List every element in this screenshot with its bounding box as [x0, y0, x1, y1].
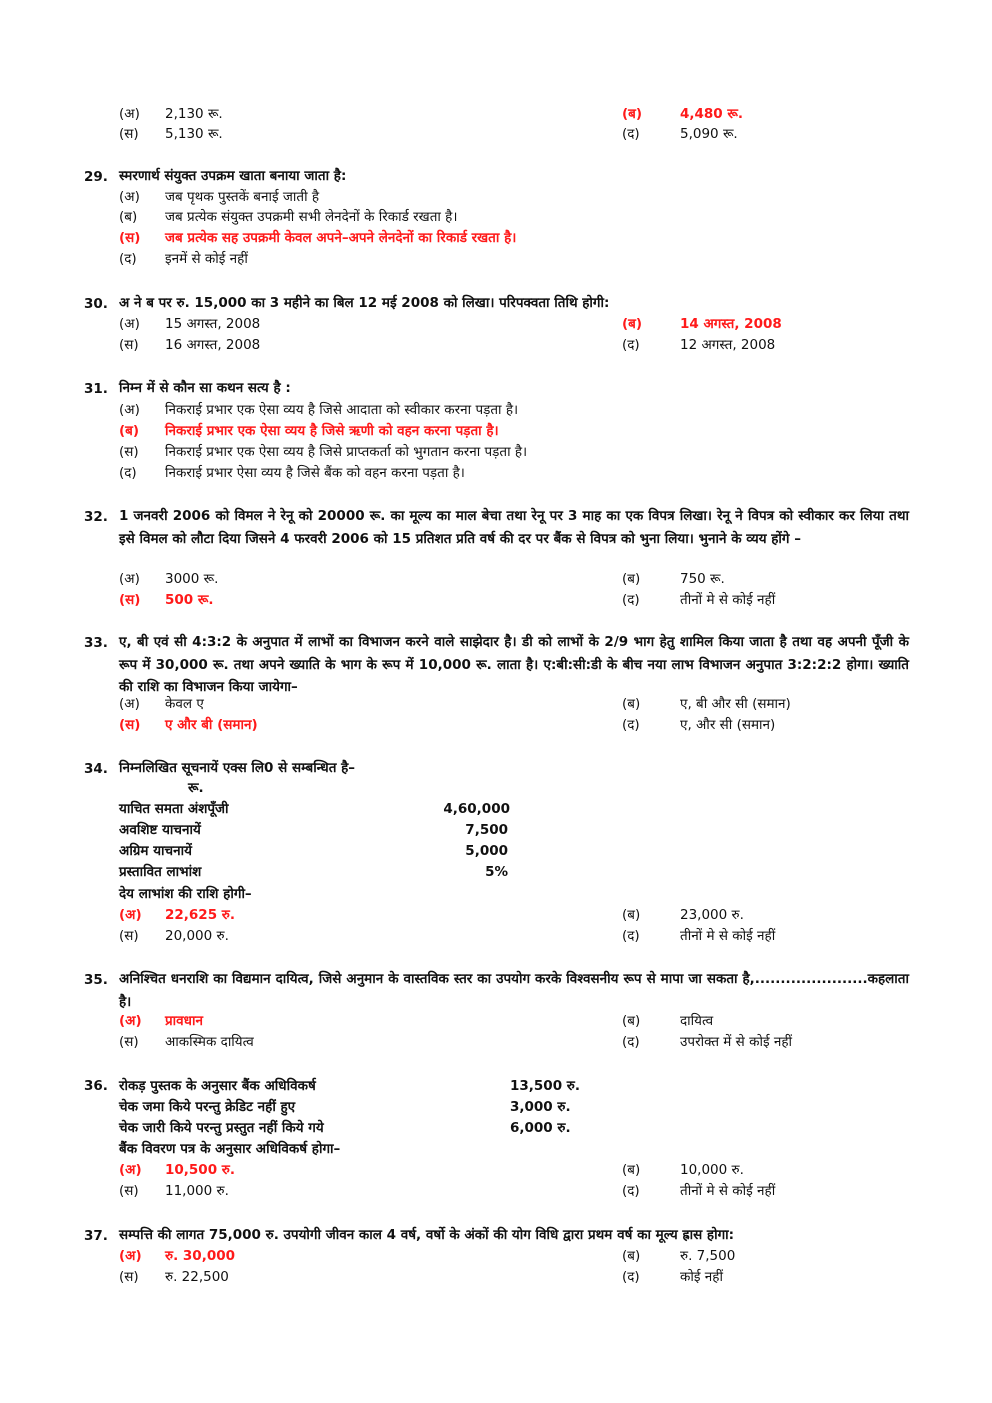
q28-option-c: (स)5,130 रू. [119, 126, 223, 142]
q36-option-a-correct: (अ)10,500 रु. [119, 1162, 235, 1178]
q36-row-label: चेक जमा किये परन्तु क्रेडिट नहीं हुए [119, 1099, 296, 1115]
q37-option-b: (ब)रु. 7,500 [622, 1248, 736, 1264]
q29-option-a: (अ)जब पृथक पुस्तकें बनाई जाती है [119, 189, 320, 205]
q36-row-value: 13,500 रु. [510, 1078, 580, 1094]
q31-option-d: (द)निकराई प्रभार ऐसा व्यय है जिसे बैंक क… [119, 465, 465, 481]
q30-option-c: (स)16 अगस्त, 2008 [119, 337, 261, 353]
q33-option-b: (ब)ए, बी और सी (समान) [622, 696, 791, 712]
q36-option-c: (स)11,000 रु. [119, 1183, 229, 1199]
q34-row-label: याचित समता अंशपूँजी [119, 801, 229, 817]
q30-number: 30. [84, 296, 108, 312]
q33-number: 33. [84, 635, 108, 651]
q31-text: निम्न में से कौन सा कथन सत्य है : [119, 380, 291, 396]
q34-row-label: प्रस्तावित लाभांश [119, 864, 202, 880]
q37-option-c: (स)रु. 22,500 [119, 1269, 229, 1285]
q32-number: 32. [84, 509, 108, 525]
q32-option-a: (अ)3000 रू. [119, 571, 219, 587]
q35-option-a-correct: (अ)प्रावधान [119, 1013, 203, 1029]
q35-option-d: (द)उपरोक्त में से कोई नहीं [622, 1034, 793, 1050]
q29-number: 29. [84, 169, 108, 185]
q34-number: 34. [84, 761, 108, 777]
q30-option-d: (द)12 अगस्त, 2008 [622, 337, 776, 353]
q34-row-value: 5,000 [465, 843, 508, 859]
q36-subquestion: बैंक विवरण पत्र के अनुसार अधिविकर्ष होगा… [119, 1141, 341, 1157]
q34-option-a-correct: (अ)22,625 रु. [119, 907, 235, 923]
q33-option-a: (अ)केवल ए [119, 696, 204, 712]
q29-option-c-correct: (स)जब प्रत्येक सह उपक्रमी केवल अपने–अपने… [119, 230, 517, 246]
q34-row-label: अवशिष्ट याचनायें [119, 822, 201, 838]
q35-number: 35. [84, 972, 108, 988]
q32-option-d: (द)तीनों मे से कोई नहीं [622, 592, 776, 608]
q29-option-b: (ब)जब प्रत्येक संयुक्त उपक्रमी सभी लेनदे… [119, 209, 458, 225]
q36-option-d: (द)तीनों मे से कोई नहीं [622, 1183, 776, 1199]
q34-row-value: 5% [485, 864, 508, 880]
q37-text: सम्पत्ति की लागत 75,000 रु. उपयोगी जीवन … [119, 1227, 735, 1243]
q34-option-b: (ब)23,000 रु. [622, 907, 744, 923]
q34-row-value: 7,500 [465, 822, 508, 838]
q35-option-b: (ब)दायित्व [622, 1013, 714, 1029]
q36-row-value: 6,000 रु. [510, 1120, 571, 1136]
q34-text: निम्नलिखित सूचनायें एक्स लि0 से सम्बन्धि… [119, 760, 356, 776]
q34-subquestion: देय लाभांश की राशि होगी– [119, 886, 252, 902]
q32-option-c-correct: (स)500 रू. [119, 592, 214, 608]
q37-option-d: (द)कोई नहीं [622, 1269, 723, 1285]
q30-option-a: (अ)15 अगस्त, 2008 [119, 316, 261, 332]
q28-option-b-correct: (ब)4,480 रू. [622, 106, 744, 122]
q29-option-d: (द)इनमें से कोई नहीं [119, 251, 248, 267]
q33-option-d: (द)ए, और सी (समान) [622, 717, 776, 733]
q30-text: अ ने ब पर रु. 15,000 का 3 महीने का बिल 1… [119, 295, 610, 311]
q28-option-d: (द)5,090 रू. [622, 126, 738, 142]
q34-row-label: अग्रिम याचनायें [119, 843, 192, 859]
q33-text: ए, बी एवं सी 4:3:2 के अनुपात में लाभों क… [119, 634, 909, 695]
q29-text: स्मरणार्थ संयुक्त उपक्रम खाता बनाया जाता… [119, 168, 347, 184]
q32-text: 1 जनवरी 2006 को विमल ने रेनू को 20000 रू… [119, 508, 909, 547]
q31-option-c: (स)निकराई प्रभार एक ऐसा व्यय है जिसे प्र… [119, 444, 528, 460]
q31-number: 31. [84, 381, 108, 397]
q34-option-c: (स)20,000 रु. [119, 928, 229, 944]
q28-option-a: (अ)2,130 रू. [119, 106, 223, 122]
q35-option-c: (स)आकस्मिक दायित्व [119, 1034, 254, 1050]
q30-option-b-correct: (ब)14 अगस्त, 2008 [622, 316, 782, 332]
q36-row-label: चेक जारी किये परन्तु प्रस्तुत नहीं किये … [119, 1120, 324, 1136]
q36-option-b: (ब)10,000 रु. [622, 1162, 744, 1178]
q33-option-c-correct: (स)ए और बी (समान) [119, 717, 258, 733]
q36-number: 36. [84, 1078, 108, 1094]
q35-text: अनिश्चित धनराशि का विद्यमान दायित्व, जिस… [119, 971, 909, 1010]
q36-row-value: 3,000 रु. [510, 1099, 571, 1115]
q31-option-b-correct: (ब)निकराई प्रभार एक ऐसा व्यय है जिसे ऋणी… [119, 423, 499, 439]
q37-option-a-correct: (अ)रु. 30,000 [119, 1248, 235, 1264]
q34-currency-header: रू. [188, 780, 204, 796]
q37-number: 37. [84, 1228, 108, 1244]
q32-option-b: (ब)750 रू. [622, 571, 725, 587]
q34-option-d: (द)तीनों मे से कोई नहीं [622, 928, 776, 944]
q34-row-value: 4,60,000 [443, 801, 510, 817]
q31-option-a: (अ)निकराई प्रभार एक ऐसा व्यय है जिसे आदा… [119, 402, 519, 418]
q36-row-label: रोकड़ पुस्तक के अनुसार बैंक अधिविकर्ष [119, 1078, 316, 1094]
